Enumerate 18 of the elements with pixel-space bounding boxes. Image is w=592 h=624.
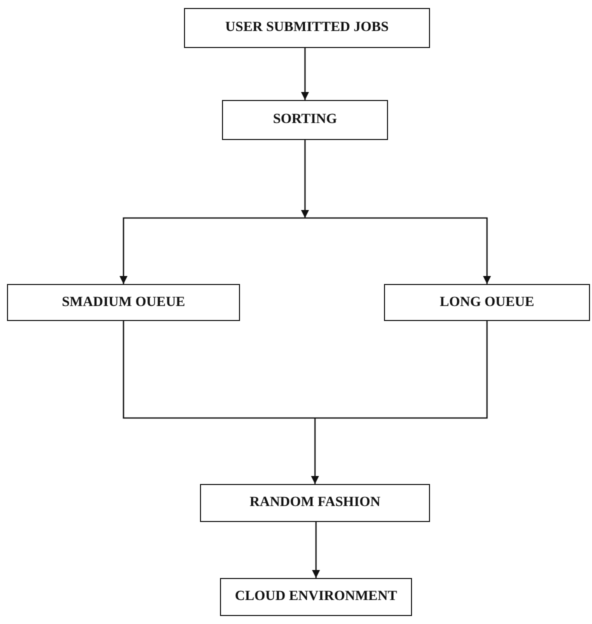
box-label: SMADIUM OUEUE [62,294,186,310]
process-box [184,8,430,48]
process-box [200,484,430,522]
process-box [222,100,388,140]
box-label: RANDOM FASHION [250,495,380,511]
box-label: CLOUD ENVIRONMENT [234,589,398,605]
box-label: LONG OUEUE [440,294,534,310]
arrow [301,48,309,100]
box-label: SORTING [272,112,338,128]
process-box [384,284,590,321]
arrow [311,418,319,484]
arrow [120,217,305,284]
arrow [301,140,309,218]
process-box [7,284,240,321]
process-box [220,578,412,616]
box-label: USER SUBMITTED JOBS [225,20,389,36]
arrow [312,522,320,578]
arrow [305,217,491,284]
